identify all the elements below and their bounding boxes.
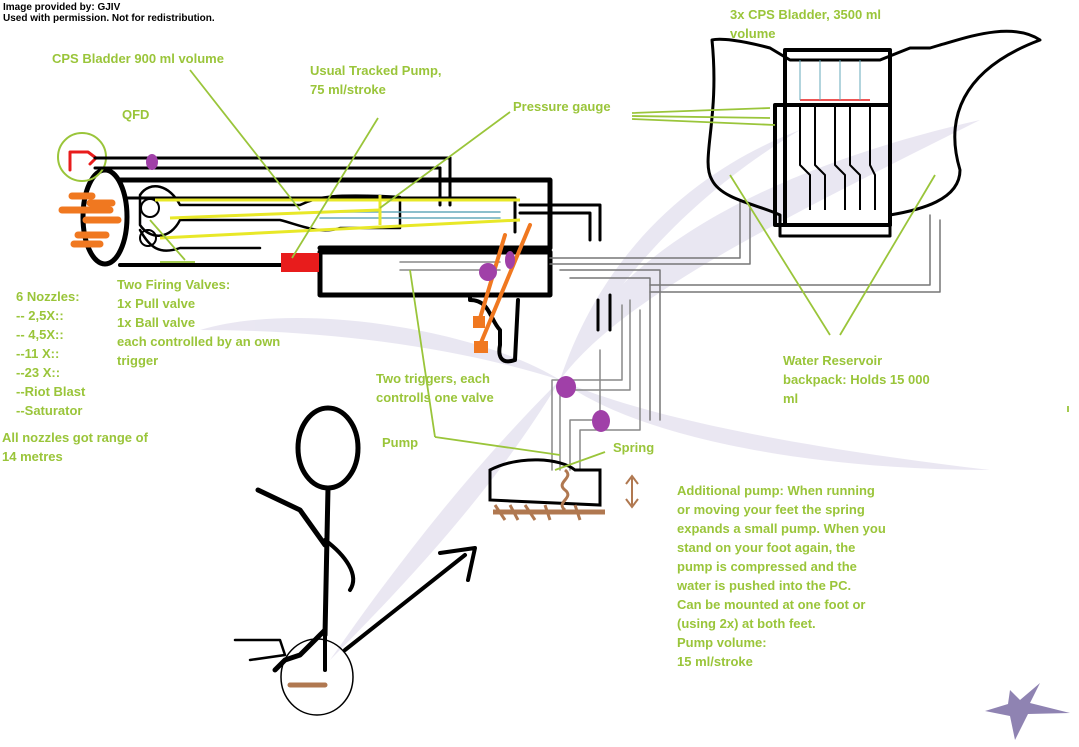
label-spring: Spring: [613, 440, 655, 455]
trigger-linkage: [476, 223, 532, 347]
nozzle-selector: [80, 167, 130, 267]
credit-line-1: Image provided by: GJIV: [3, 2, 121, 13]
label-range: All nozzles got range of 14 metres: [2, 430, 148, 464]
label-firing-valves: Two Firing Valves: 1x Pull valve 1x Ball…: [117, 277, 281, 368]
pump-chamber: [317, 249, 553, 298]
nozzle-tips: [58, 192, 122, 248]
connectors: [146, 154, 610, 432]
leader-lines: [149, 69, 1069, 471]
label-nozzles: 6 Nozzles: -- 2,5X:: -- 4,5X:: --11 X:: …: [16, 289, 86, 418]
label-reservoir: Water Reservoir backpack: Holds 15 000 m…: [783, 353, 930, 406]
label-additional-pump: Additional pump: When running or moving …: [677, 483, 886, 669]
label-cps-bladder-900: CPS Bladder 900 ml volume: [52, 51, 224, 66]
star-watermark-icon: [985, 683, 1070, 740]
trigger-2: [474, 341, 488, 353]
label-pump: Pump: [382, 435, 419, 450]
trigger-1: [473, 316, 485, 328]
label-tracked-pump: Usual Tracked Pump, 75 ml/stroke: [310, 63, 442, 97]
pump-handle: [281, 253, 319, 272]
stick-figure: [233, 405, 477, 716]
gun-handle: [468, 293, 520, 364]
foot-pump: [488, 458, 639, 521]
credit-line-2: Used with permission. Not for redistribu…: [3, 13, 215, 24]
qfd-coupler: [68, 150, 98, 172]
label-pressure-gauge: Pressure gauge: [513, 99, 611, 114]
water-reservoir-backpack: [706, 29, 1042, 238]
backpack-fill-lines: [799, 60, 861, 100]
valve-lines: [155, 195, 521, 240]
label-cps-3x: 3x CPS Bladder, 3500 ml volume: [730, 7, 882, 41]
label-triggers: Two triggers, each controlls one valve: [376, 371, 494, 405]
label-qfd: QFD: [122, 107, 150, 122]
